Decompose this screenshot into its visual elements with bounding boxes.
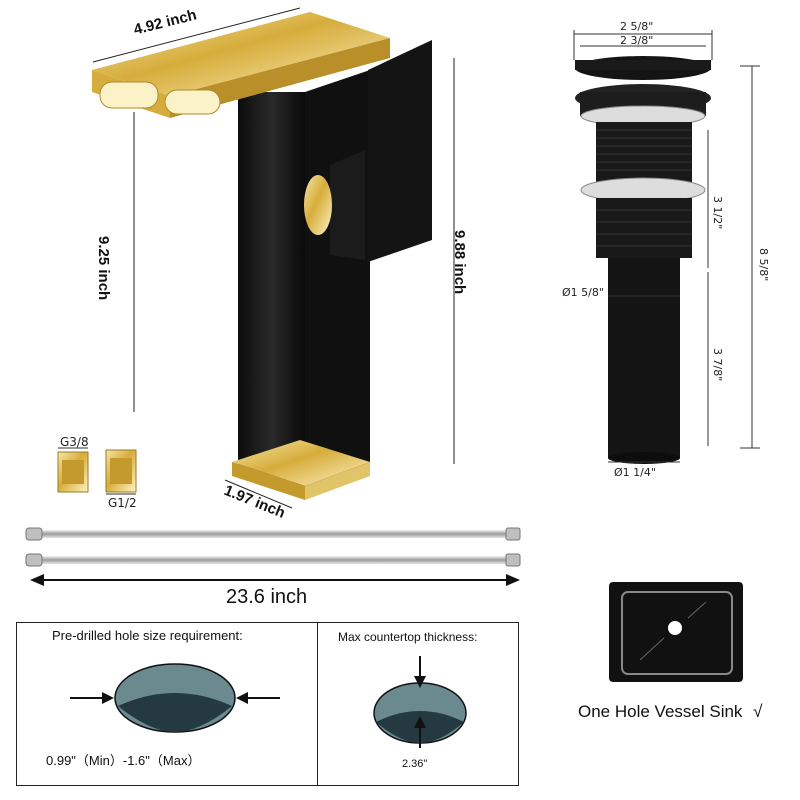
faucet-body: [92, 12, 432, 500]
drain-dimension-lines: [573, 30, 760, 463]
pop-up-drain: [575, 56, 711, 464]
drain-inner-width: 2 3/8": [620, 34, 654, 47]
drain-total-height: 8 5/8": [757, 248, 770, 282]
hole-diagram-right: [373, 656, 467, 748]
faucet-spout-height-label: 9.25 inch: [95, 236, 112, 301]
drain-mid-diameter: Ø1 5/8": [562, 286, 604, 299]
hole-size-text: 0.99"（Min）-1.6"（Max）: [46, 753, 201, 768]
hose-length-arrow: [30, 574, 520, 586]
drain-bottom-diameter: Ø1 1/4": [614, 466, 656, 479]
hole-title: Pre-drilled hole size requirement:: [52, 628, 243, 643]
hoses: [25, 527, 521, 567]
brass-adapters: [57, 449, 137, 493]
sink-caption: One Hole Vessel Sink: [578, 702, 743, 721]
countertop-title: Max countertop thickness:: [338, 630, 478, 644]
hose-length-label: 23.6 inch: [226, 586, 308, 608]
hole-diagram-left: [70, 663, 280, 733]
drain-outer-width: 2 5/8": [620, 20, 654, 33]
faucet-total-height-label: 9.88 inch: [451, 230, 468, 295]
drain-upper-height: 3 1/2": [711, 196, 724, 230]
faucet-dimension-lines: [92, 7, 455, 509]
check-icon: √: [753, 702, 763, 721]
vessel-sink-icon: [609, 582, 743, 682]
adapter-g38-label: G3/8: [60, 435, 89, 449]
adapter-g12-label: G1/2: [108, 496, 137, 510]
countertop-value: 2.36": [402, 758, 428, 770]
countertop-panel: [317, 622, 519, 786]
drain-lower-height: 3 7/8": [711, 348, 724, 382]
